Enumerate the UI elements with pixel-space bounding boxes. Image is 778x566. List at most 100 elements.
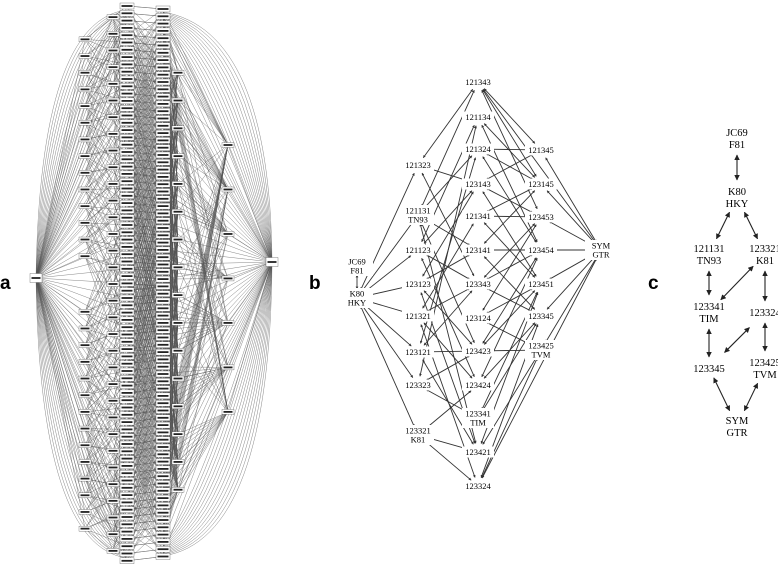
panel-a-spine2-node-52-label (157, 387, 169, 390)
panel-b-node-n121131-line-0: 121131 (405, 206, 430, 216)
panel-a-edge-24 (35, 277, 86, 479)
panel-a-edge-232 (84, 434, 114, 496)
panel-c-node-c_123425-line-1: TVM (753, 370, 777, 381)
panel-a-edge-526 (84, 509, 128, 529)
panel-a-spine-node-32-label (121, 238, 133, 241)
panel-b-node-bg-n123425 (525, 340, 557, 360)
panel-a-spine2-node-63-label (157, 468, 169, 470)
panel-a-arc-bot-3 (35, 277, 128, 556)
panel-a-arc-bot-4 (35, 277, 128, 555)
panel-c-edge-9 (713, 377, 731, 412)
panel-a-r1-node-3-label (173, 155, 183, 158)
panel-a-spine-node-42-label (121, 311, 133, 314)
panel-a-edge-1624 (162, 367, 229, 397)
panel-b-node-n121123-line-0: 121123 (405, 245, 430, 255)
panel-a-edge-1611 (162, 300, 229, 324)
panel-b-node-bg-n123453 (525, 211, 557, 223)
panel-a-l1-node-0-label (80, 38, 90, 41)
panel-a-edge-1363 (162, 271, 179, 296)
panel-a-edge-84 (162, 162, 273, 263)
panel-a-l2-node-0-label (108, 16, 118, 19)
panel-a-l2-node-28-label (108, 483, 118, 486)
panel-a-spine2-node-8-label (157, 66, 169, 69)
panel-a-r1-node-14-label (173, 461, 183, 463)
panel-a-l1-node-23-label (80, 461, 90, 463)
panel-a-edge-1596 (162, 191, 229, 235)
panel-a-spine2-node-58-label (157, 431, 169, 434)
panel-a-spine-node-58-label (121, 428, 133, 431)
panel-a-spine-node-22-label (121, 165, 133, 168)
panel-c-node-c_jc69-line-0: JC69 (726, 128, 748, 139)
panel-b-node-jc69-line-1: F81 (350, 266, 363, 276)
panel-a-spine-node-63-label (121, 465, 133, 467)
panel-a-arc-rbot-4 (162, 261, 273, 553)
panel-a-spine-node-8-label (121, 63, 133, 66)
panel-a-edge-1516 (177, 100, 229, 146)
panel-a-arc-rbot-13 (162, 261, 273, 544)
panel-a-spine2-node-29-label (157, 219, 169, 222)
panel-a-spine-node-16-label (121, 121, 133, 124)
panel-a-edge-75 (162, 30, 273, 263)
panel-a-spine2-node-3-label (157, 30, 169, 32)
panel-a-spine-node-65-label (121, 479, 133, 482)
panel-a-l2-node-26-label (108, 449, 118, 452)
panel-a-edge-18 (35, 277, 86, 379)
panel-c-edge-7 (724, 327, 750, 353)
panel-a-edge-175 (84, 256, 114, 301)
panel-a-l2-node-2-label (108, 49, 118, 52)
panel-a-spine2-node-59-label (157, 438, 169, 441)
panel-a-l1-node-20-label (80, 410, 90, 413)
panel-a-edge-19 (35, 277, 86, 396)
panel-b-node-bg-n123423 (462, 345, 494, 357)
panel-a-edge-1623 (162, 367, 229, 389)
panel-b-node-bg-sym (585, 240, 617, 260)
panel-a-l1-node-14-label (80, 310, 90, 313)
panel-a-edge-1559 (177, 411, 229, 435)
panel-a-edge-235 (84, 495, 114, 535)
panel-a-spine2-node-50-label (157, 373, 169, 375)
panel-a-spine2-node-27-label (157, 205, 169, 207)
panel-a-r2-node-3-label (223, 277, 233, 280)
panel-a-edge-5 (35, 122, 86, 279)
panel-a-l1-node-1-label (80, 55, 90, 57)
panel-a-spine-node-4-label (121, 34, 133, 37)
panel-a-spine2-node-46-label (157, 343, 169, 346)
panel-a-l2-node-30-label (108, 516, 118, 519)
panel-a-spine-node-62-label (121, 457, 133, 460)
panel-a-spine2-node-62-label (157, 460, 169, 463)
panel-a-edge-1600 (162, 220, 229, 279)
panel-b-node-sym-line-1: GTR (593, 250, 610, 260)
panel-a-arc-bot-6 (35, 277, 128, 553)
panel-a-edge-176 (84, 256, 114, 335)
panel-c-edge-4 (720, 265, 754, 301)
panel-a-arc-top-2 (35, 11, 128, 279)
panel-a-spine-node-47-label (121, 348, 133, 350)
panel-a-edge-1601 (162, 227, 229, 279)
panel-a-edge-1578 (162, 60, 229, 190)
panel-a-spine2-node-31-label (157, 234, 169, 237)
panel-a-edge-1645 (162, 144, 229, 499)
panel-a-spine-node-35-label (121, 260, 133, 263)
panel-a-spine-node-55-label (121, 406, 133, 409)
panel-a-spine2-node-56-label (157, 416, 169, 419)
panel-a-edge-57 (35, 277, 128, 430)
panel-a-edge-34 (35, 93, 128, 279)
panel-a-edge-202 (84, 317, 114, 396)
panel-a-r1-node-1-label (173, 99, 183, 102)
panel-a-edge-4 (35, 106, 86, 279)
panel-a-edge-22 (35, 277, 86, 446)
panel-a-spine2-node-64-label (157, 475, 169, 478)
panel-a-spine-node-54-label (121, 399, 133, 402)
panel-a-edge-88 (162, 220, 273, 263)
panel-a-spine-node-59-label (121, 435, 133, 438)
panel-a-spine2-node-48-label (157, 358, 169, 361)
panel-a-edge-1577 (162, 52, 229, 190)
panel-a-edge-1580 (162, 74, 229, 190)
panel-a-edge-437 (84, 172, 128, 240)
panel-a-arc-rtop-11 (162, 22, 273, 263)
panel-a-l1-node-21-label (80, 427, 90, 430)
panel-b-node-n123323-line-0: 123323 (405, 380, 431, 390)
panel-b-edge-78 (424, 440, 472, 481)
panel-b-node-n121131-line-1: TN93 (408, 215, 428, 225)
panel-a-edge-1632 (162, 411, 229, 448)
